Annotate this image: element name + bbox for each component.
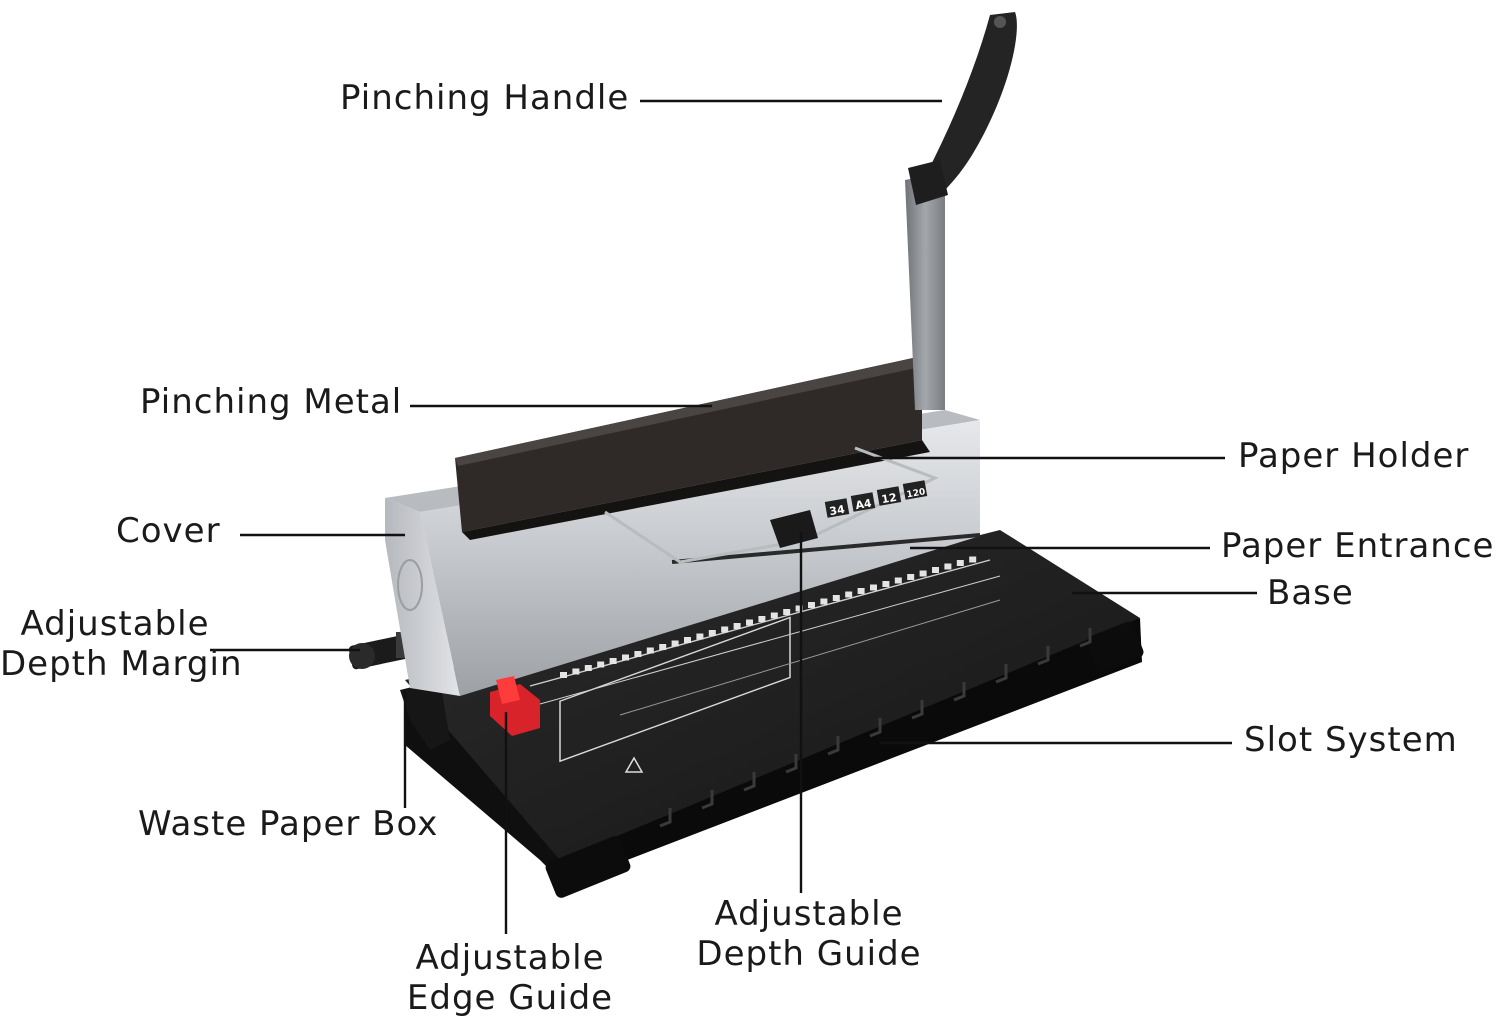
marking-12: 12 [880,491,897,506]
marking-34: 34 [828,503,846,519]
punch-hole-marker [832,595,840,601]
punch-hole-marker [659,644,667,650]
waste-paper-box [400,680,450,750]
punch-hole-marker [770,612,778,619]
punch-hole-marker [684,637,691,643]
label-paper-entrance: Paper Entrance [1221,526,1495,566]
punch-hole-marker [795,605,803,612]
base-plate [405,530,1144,898]
punch-hole-markers [560,556,977,678]
punch-hole-marker [783,609,791,615]
punch-hole-marker [956,560,964,566]
punch-hole-marker [584,665,592,671]
label-adjustable-depth-margin-line2: Depth Margin [0,644,243,685]
label-adjustable-edge-guide: Adjustable Edge Guide [400,938,620,1018]
label-adjustable-edge-guide-line2: Edge Guide [406,978,614,1019]
punch-hole-marker [746,619,753,626]
label-adjustable-depth-guide: Adjustable Depth Guide [696,894,922,974]
label-pinching-handle: Pinching Handle [340,78,630,118]
leader-lines [210,99,1257,934]
punch-hole-marker [894,577,902,584]
punch-hole-marker [857,588,865,594]
label-pinching-metal: Pinching Metal [140,382,403,422]
marking-120: 120 [906,487,926,500]
punch-hole-marker [932,567,939,573]
label-base: Base [1267,573,1354,613]
punch-hole-marker [572,668,580,675]
punch-hole-marker [634,651,642,657]
label-waste-paper-box: Waste Paper Box [138,804,439,844]
label-adjustable-depth-guide-line1: Adjustable [714,894,904,934]
label-adjustable-depth-margin-line1: Adjustable [20,604,210,644]
punch-hole-marker [708,630,716,636]
label-adjustable-depth-margin: Adjustable Depth Margin [0,604,243,685]
punch-hole-marker [671,640,679,647]
punch-hole-marker [622,654,629,661]
adjustable-depth-guide [770,510,818,548]
label-cover: Cover [116,511,221,551]
label-adjustable-edge-guide-line1: Adjustable [415,938,605,978]
punch-hole-marker [944,563,952,570]
punch-hole-marker [609,658,617,664]
punch-hole-marker [721,626,729,633]
punch-hole-marker [845,591,853,598]
punch-hole-marker [758,616,766,622]
marking-a4: A4 [854,497,873,513]
warning-icon [624,756,644,773]
punch-hole-marker [820,598,828,605]
adjustable-edge-guide [490,676,540,736]
punch-hole-marker [808,602,815,608]
punch-hole-marker [646,647,654,654]
punch-hole-marker [733,623,741,629]
punch-hole-marker [907,574,915,580]
pinching-metal [455,356,930,540]
punch-hole-marker [696,633,704,640]
punch-hole-marker [560,672,567,678]
base-ruler-print [529,559,1001,763]
cover-markings: 34 A4 12 120 [824,480,928,519]
label-paper-holder: Paper Holder [1238,436,1470,476]
slot-notches [659,628,1092,828]
punch-hole-marker [870,584,877,591]
punch-hole-marker [882,581,890,587]
pinching-handle [905,12,1017,410]
punch-hole-marker [969,556,977,563]
label-adjustable-depth-guide-line2: Depth Guide [696,934,922,975]
punch-hole-marker [919,570,927,577]
label-slot-system: Slot System [1244,720,1458,760]
punch-hole-marker [597,661,605,668]
